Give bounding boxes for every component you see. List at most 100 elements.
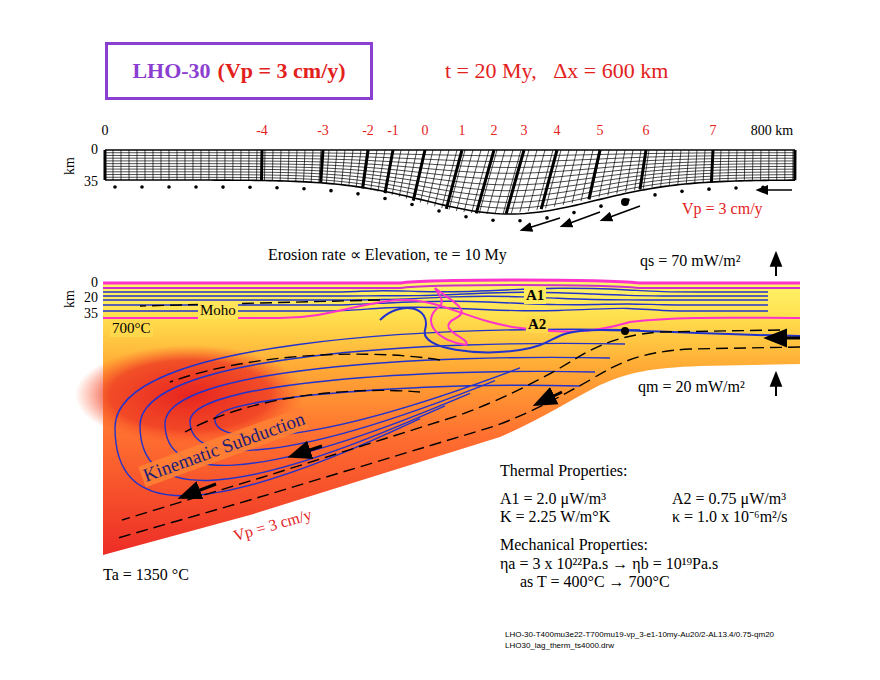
file-note: LHO-30-T400mu3e22-T700mu19-vp_3-e1-10my-…: [505, 630, 774, 639]
mesh-column: [371, 150, 377, 190]
mesh-column: [744, 150, 746, 181]
marker-column: [103, 150, 106, 180]
mesh-column: [296, 150, 297, 181]
marker-column: [476, 150, 494, 213]
surface-line: [103, 280, 800, 283]
marker-dot: [621, 198, 629, 206]
marker-dot: [491, 219, 495, 223]
mesh-column: [240, 150, 241, 180]
velocity-label: Vp = 3 cm/y: [682, 200, 763, 218]
mesh-column: [341, 150, 345, 185]
depth-tick: 35: [84, 306, 98, 322]
motion-arrow: [562, 212, 600, 226]
section-heading: Mechanical Properties:: [500, 536, 648, 554]
depth-tick: 35: [84, 174, 98, 190]
mantle-heat-flow: qm = 20 mW/m²: [638, 378, 745, 396]
marker-number: 6: [643, 123, 650, 139]
unit-label: A1: [524, 287, 546, 304]
marker-dot: [248, 186, 252, 190]
moho-line: [103, 300, 800, 332]
marker-dot: [734, 186, 738, 190]
temperature-label: Ta = 1350 °C: [103, 566, 189, 584]
fold-outline: [431, 288, 467, 345]
moho-label: Moho: [198, 302, 238, 319]
marker-dot: [572, 211, 576, 215]
mesh-column: [678, 150, 681, 184]
marker-column: [260, 150, 263, 180]
mesh-column: [768, 150, 769, 180]
marker-number: -1: [387, 123, 399, 139]
flow-line: [140, 300, 380, 306]
marker-dot: [653, 193, 657, 197]
isotherm: [103, 292, 768, 296]
mesh-column: [349, 150, 353, 186]
marker-number: -2: [362, 123, 374, 139]
mesh-column: [168, 150, 169, 180]
mesh-column: [752, 150, 754, 181]
heat-flow-arrow: [775, 374, 777, 396]
mesh-column: [160, 150, 161, 180]
flow-arrow: [768, 337, 800, 340]
depth-tick: 0: [91, 275, 98, 291]
mesh-column: [176, 150, 177, 180]
marker-column: [793, 150, 796, 180]
mesh-column: [184, 150, 185, 180]
axis-unit: km: [62, 157, 78, 175]
mesh-column: [399, 150, 409, 197]
mesh-column: [304, 150, 305, 182]
mesh-column: [487, 150, 505, 214]
marker-column: [506, 150, 524, 214]
marker-number: 5: [597, 123, 604, 139]
surface-heat-flow: qs = 70 mW/m²: [640, 252, 740, 270]
property-value: A1 = 2.0 μW/m³: [500, 490, 606, 508]
mesh-column: [392, 150, 401, 195]
mesh-column: [232, 150, 233, 180]
depth-tick: 0: [91, 142, 98, 158]
mesh-column: [599, 150, 609, 197]
mesh-column: [378, 150, 385, 191]
file-note: LHO30_lag_therm_ts4000.drw: [505, 641, 614, 650]
marker-dot: [680, 190, 684, 194]
mesh-column: [572, 150, 585, 203]
mesh-column: [792, 150, 793, 180]
marker-dot: [383, 197, 387, 201]
time-label: t = 20 My, Δx = 600 km: [445, 58, 668, 83]
mesh-column: [152, 150, 153, 180]
marker-dot: [113, 185, 117, 189]
crust-line: [103, 285, 800, 288]
title-text: (Vp = 3 cm/y): [218, 58, 346, 83]
motion-arrow: [522, 218, 560, 230]
axis-unit: km: [62, 290, 78, 308]
marker-number: -4: [256, 123, 268, 139]
mesh-column: [248, 150, 249, 180]
mesh-column: [669, 150, 673, 185]
marker-number: 0: [422, 123, 429, 139]
unit-label: A2: [526, 316, 548, 333]
marker-dot: [545, 216, 549, 220]
mesh-column: [104, 150, 105, 180]
marker-number: -3: [317, 123, 329, 139]
marker-column: [711, 150, 713, 182]
property-value: A2 = 0.75 μW/m³: [672, 490, 786, 508]
flow-arrow: [182, 484, 216, 497]
mesh-column: [720, 150, 721, 182]
mesh-column: [703, 150, 705, 182]
mesh-column: [280, 150, 282, 181]
marker-number: 1: [459, 123, 466, 139]
mesh-column: [192, 150, 193, 180]
distance-tick: 0: [102, 123, 109, 139]
mesh-column: [608, 150, 617, 195]
title-text: LHO-30: [132, 58, 210, 83]
marker-number: 3: [521, 123, 528, 139]
mesh-column: [326, 150, 329, 183]
mesh-column: [776, 150, 777, 180]
marker-column: [541, 150, 557, 209]
mesh-column: [784, 150, 785, 180]
marker-dot: [464, 215, 468, 219]
mesh-column: [479, 150, 497, 214]
marker-column: [363, 150, 368, 188]
marker-dot: [302, 187, 306, 191]
mesh-column: [563, 150, 577, 205]
mesh-column: [311, 150, 313, 182]
drawing-part: [118, 300, 800, 538]
